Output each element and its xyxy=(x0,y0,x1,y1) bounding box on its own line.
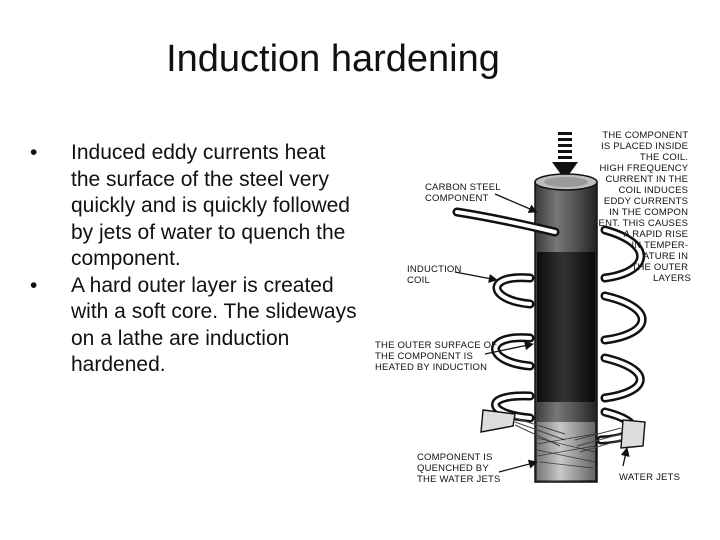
steel-component xyxy=(534,173,598,483)
label-induction-coil: INDUCTION COIL xyxy=(407,264,464,286)
induction-coil-inner xyxy=(455,210,645,442)
label-explanation: THE COMPONENT IS PLACED INSIDE THE COIL.… xyxy=(599,130,691,284)
leader-arrows xyxy=(454,193,630,473)
water-jet-right-icon xyxy=(574,419,646,453)
bullet-list: • Induced eddy currents heat the surface … xyxy=(30,140,360,379)
bullet-item: • A hard outer layer is created with a so… xyxy=(30,273,360,379)
bullet-dot-icon: • xyxy=(30,273,38,297)
label-water-jets: WATER JETS xyxy=(619,472,680,483)
bullet-text: A hard outer layer is created with a sof… xyxy=(71,273,357,377)
label-outer-surface: THE OUTER SURFACE OF THE COMPONENT IS HE… xyxy=(375,340,500,373)
downward-motion-arrow-icon xyxy=(552,132,578,180)
label-quenched: COMPONENT IS QUENCHED BY THE WATER JETS xyxy=(417,452,501,485)
slide-title: Induction hardening xyxy=(166,38,500,80)
water-jet-left-icon xyxy=(480,409,566,447)
bullet-dot-icon: • xyxy=(30,141,38,164)
quench-spray xyxy=(536,433,596,469)
label-carbon-steel: CARBON STEEL COMPONENT xyxy=(425,182,503,204)
induction-hardening-diagram: CARBON STEEL COMPONENT INDUCTION COIL TH… xyxy=(375,130,691,485)
bullet-text: Induced eddy currents heat the surface o… xyxy=(71,141,350,270)
bullet-item: • Induced eddy currents heat the surface … xyxy=(30,140,360,273)
